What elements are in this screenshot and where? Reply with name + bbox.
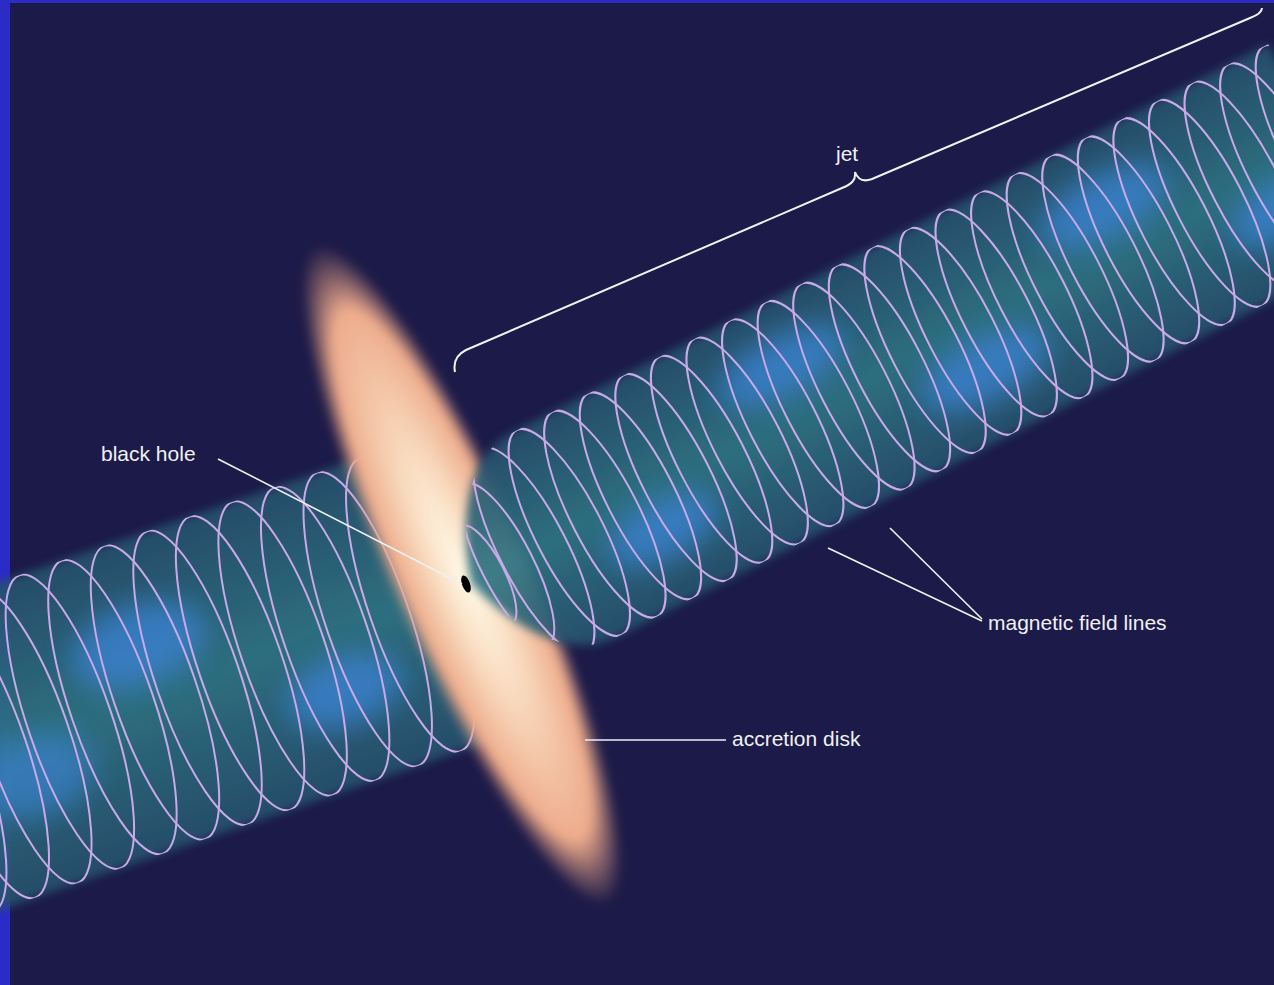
black-hole-label: black hole — [101, 441, 196, 467]
field-lines-label: magnetic field lines — [988, 610, 1167, 636]
jet-label: jet — [836, 141, 858, 167]
accretion-disk-label: accretion disk — [732, 726, 860, 752]
